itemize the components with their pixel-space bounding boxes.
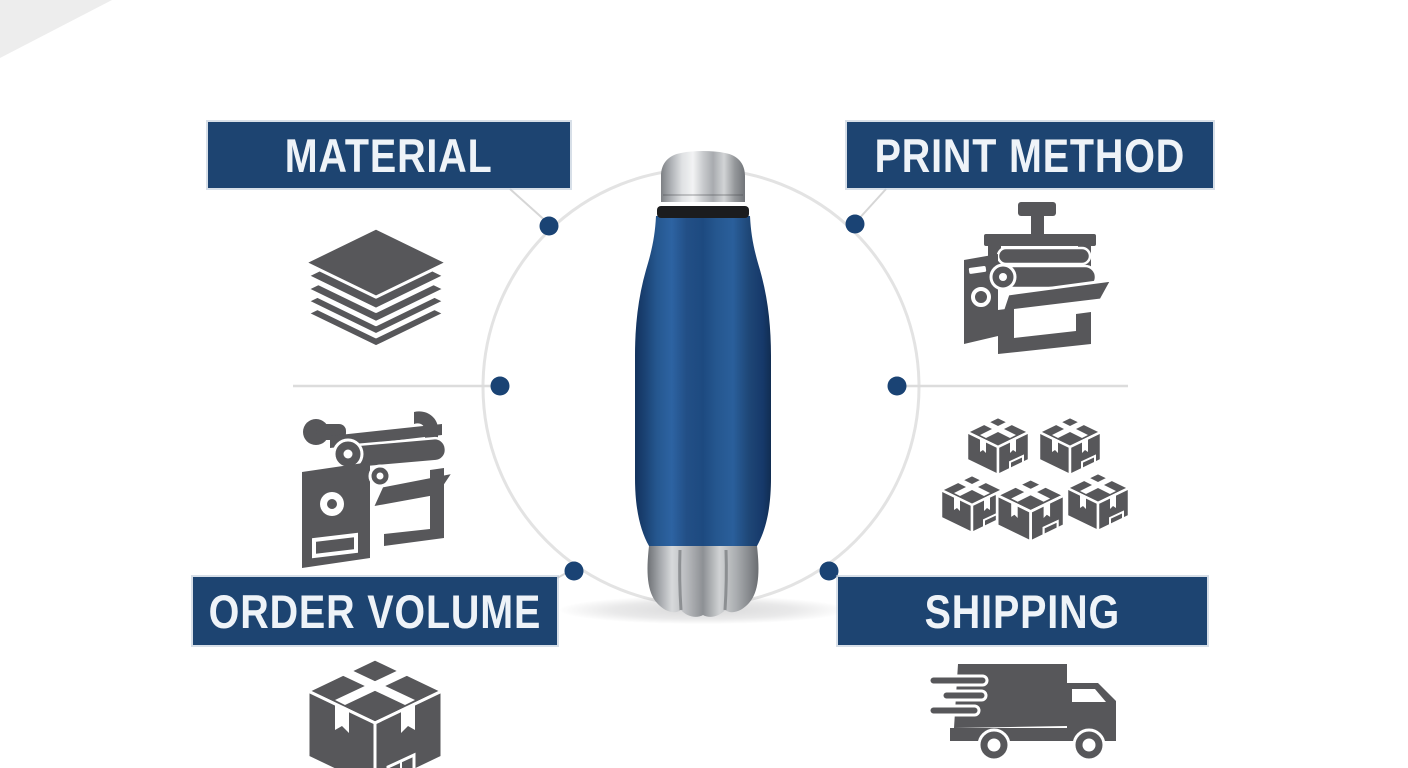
bottle-body (635, 216, 771, 546)
print-method-banner: PRINT METHOD (847, 122, 1213, 188)
material-label: MATERIAL (285, 128, 493, 182)
bottle-base (647, 546, 759, 617)
print-connector-line (855, 188, 887, 223)
product-bottle-image (633, 150, 773, 630)
delivery-truck-icon (928, 661, 1122, 762)
bottle-graphic (635, 151, 771, 617)
bottle-cap (661, 151, 745, 202)
order-volume-label: ORDER VOLUME (208, 584, 542, 638)
connector-dot-top-right (845, 214, 865, 234)
printing-press-icon (958, 202, 1118, 359)
stacked-boxes-icon (938, 416, 1136, 568)
connector-dot-bottom-left (564, 561, 584, 581)
connector-dot-bottom-right (819, 561, 839, 581)
base-lobe-line (723, 549, 728, 611)
roller-press-icon (286, 408, 456, 568)
order-volume-banner: ORDER VOLUME (193, 577, 557, 645)
print-method-label: PRINT METHOD (874, 128, 1186, 182)
connector-dot-mid-right (887, 376, 907, 396)
base-lobe-line (678, 549, 683, 611)
layered-sheets-icon (298, 226, 454, 350)
cap-seal-ring (657, 206, 749, 218)
connector-dot-top-left (539, 216, 559, 236)
shipping-label: SHIPPING (924, 584, 1121, 638)
material-connector-line (509, 188, 550, 225)
shipping-banner: SHIPPING (838, 577, 1207, 645)
packed-box-icon (302, 657, 448, 768)
corner-accent (0, 0, 112, 58)
connector-dot-mid-left (490, 376, 510, 396)
material-banner: MATERIAL (208, 122, 570, 188)
